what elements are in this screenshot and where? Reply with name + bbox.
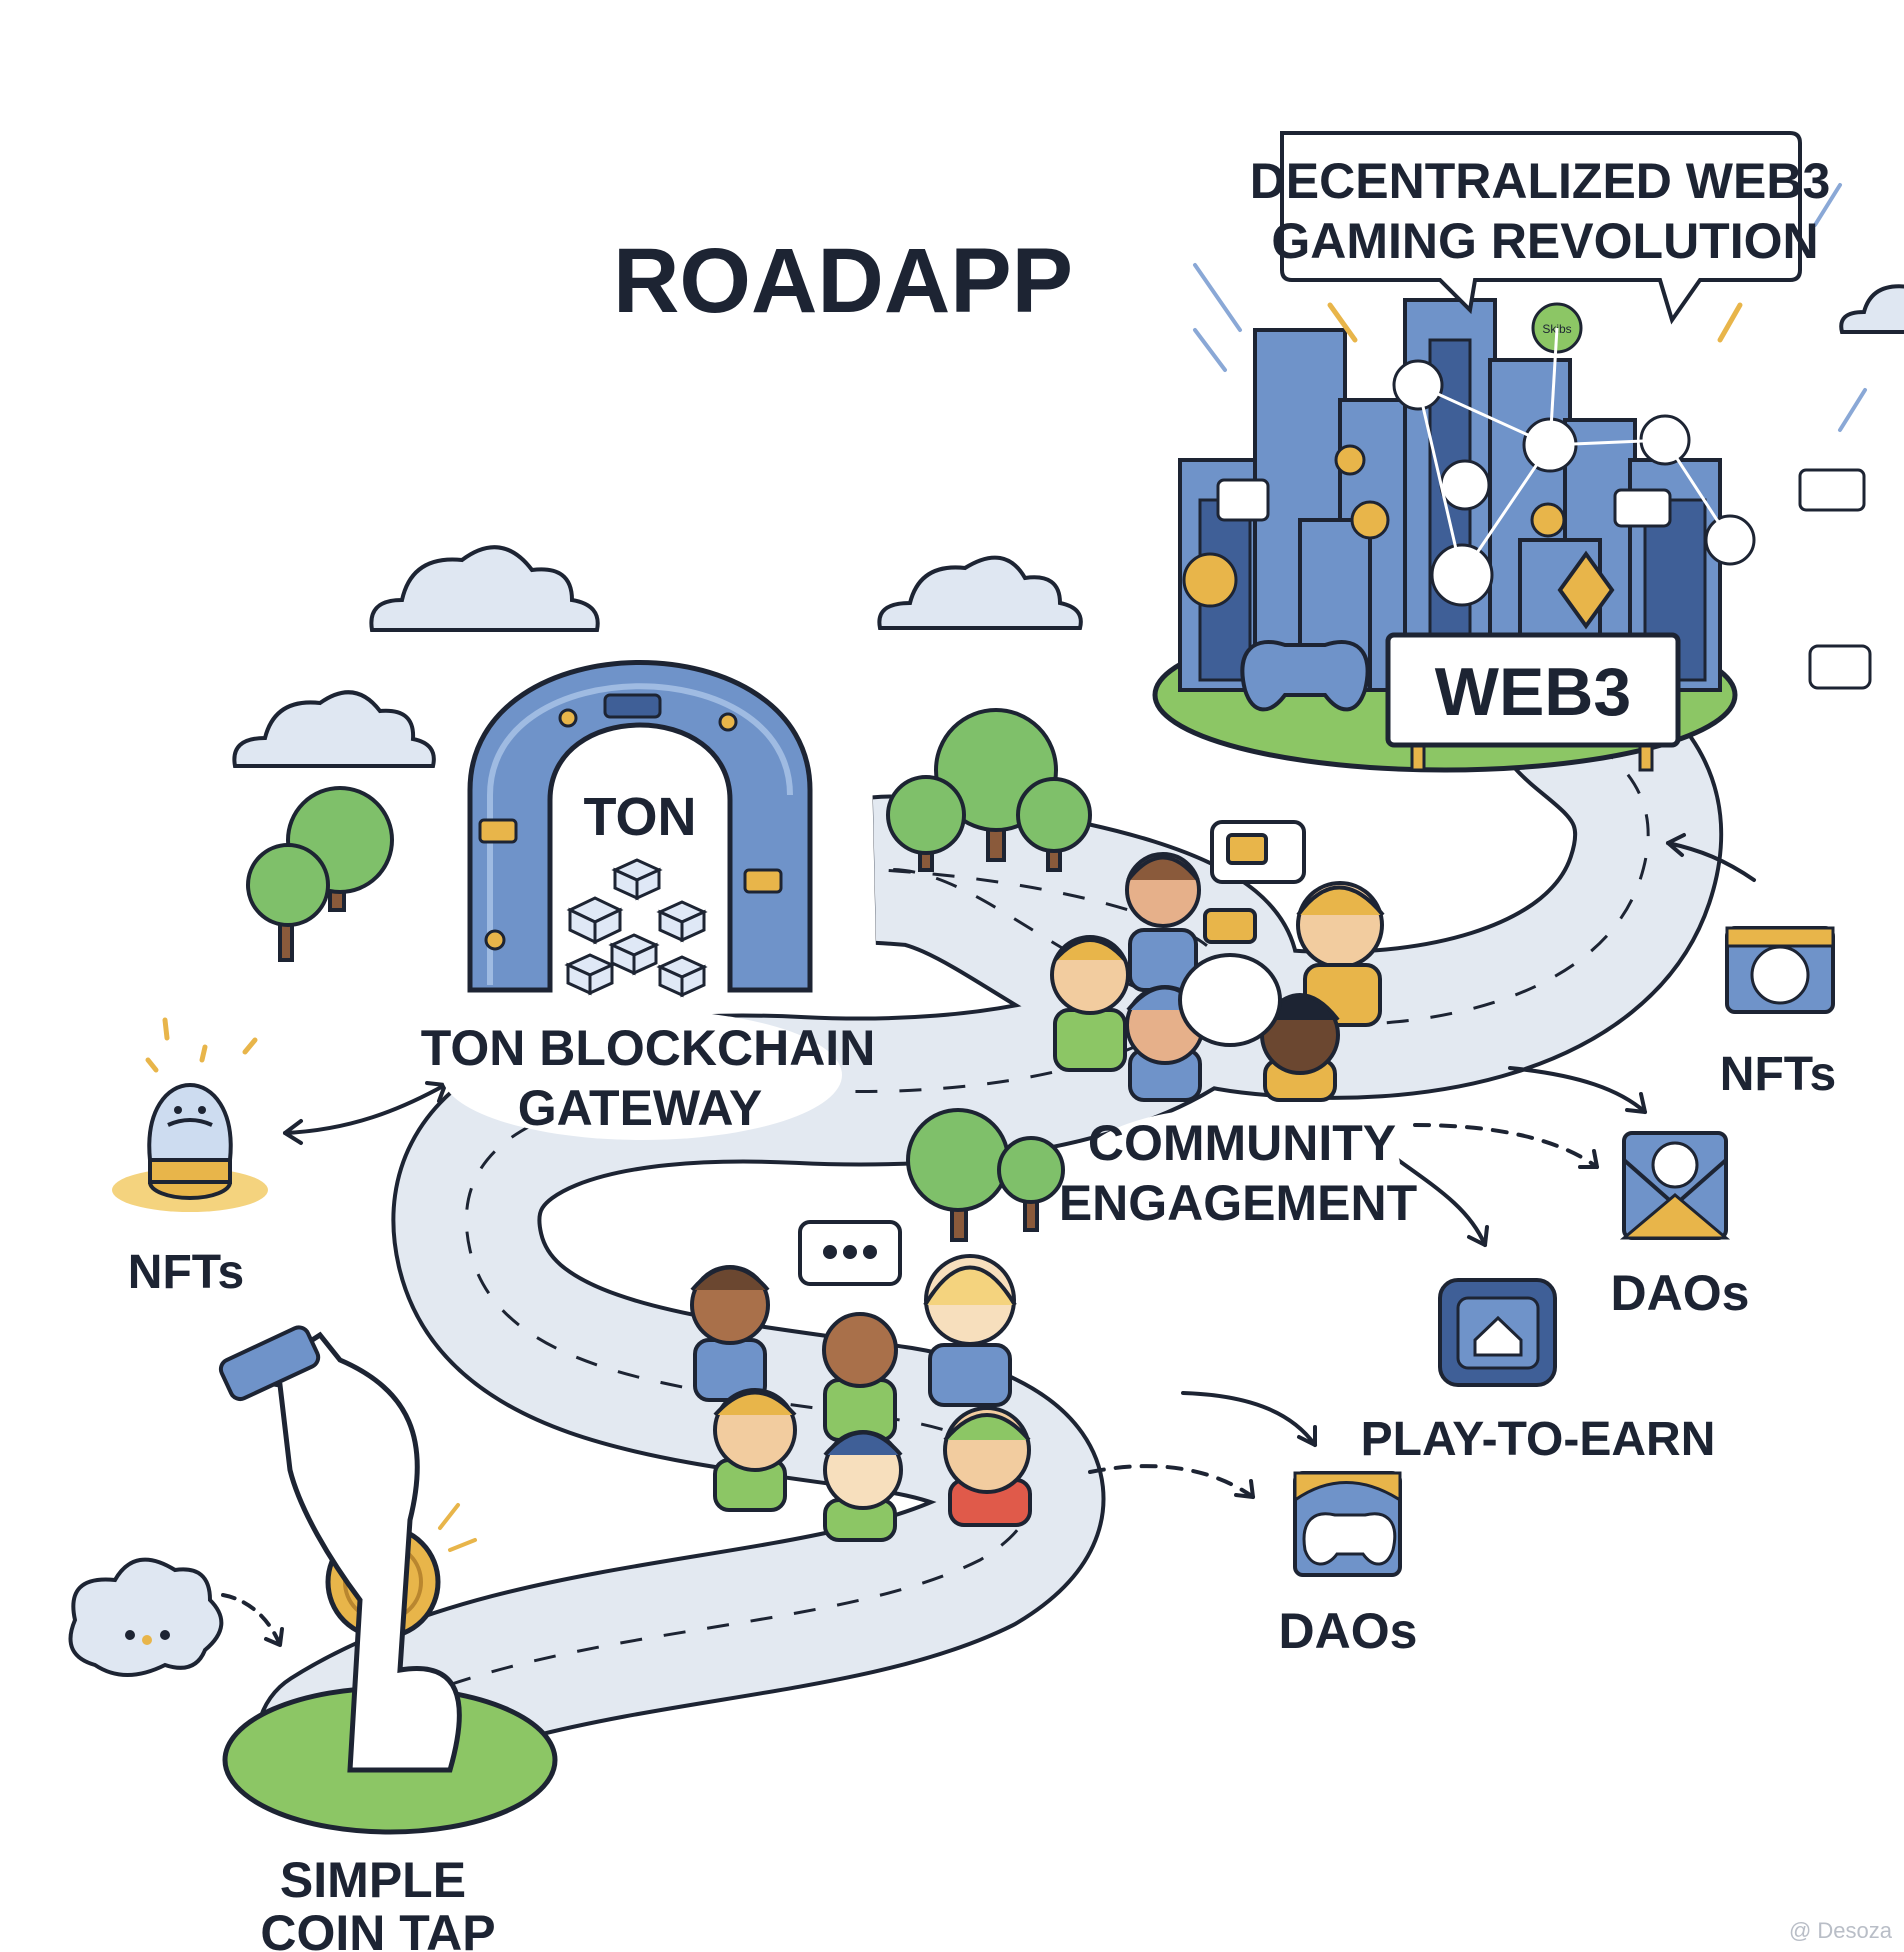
arch-sign-text: TON <box>583 787 696 847</box>
page-title: ROADAPP <box>613 230 1073 332</box>
nfts-left-label: NFTs <box>128 1246 244 1299</box>
road-people-group <box>690 1220 1032 1542</box>
dao-icon <box>1619 1131 1731 1240</box>
nft-icon <box>1725 926 1835 1014</box>
cloud-creature-icon <box>68 1557 224 1677</box>
play-to-earn-label: PLAY-TO-EARN <box>1361 1413 1716 1466</box>
cloud-icon <box>877 555 1083 630</box>
tapping-hand-icon <box>243 1331 462 1773</box>
daos-bottom-label: DAOs <box>1279 1603 1418 1659</box>
ton-gateway-arch: TON <box>467 660 813 998</box>
nfts-right-label: NFTs <box>1720 1048 1836 1101</box>
watermark: @ Desoza <box>1788 1918 1892 1943</box>
web3-sign <box>1385 632 1681 748</box>
cloud-icon <box>369 545 600 632</box>
speech-bubble-line2: GAMING REVOLUTION <box>1271 213 1818 269</box>
connector-arrows <box>221 833 1756 1647</box>
tree-icon <box>906 1108 1065 1242</box>
play-to-earn-icon <box>1438 1278 1557 1387</box>
tree-icon <box>886 708 1092 872</box>
tree-icon <box>246 786 394 962</box>
crystal-ball-nft-icon <box>112 1017 268 1212</box>
web3-city: Skibs WEB3 <box>1152 183 1872 773</box>
start-label-line2: COIN TAP <box>260 1905 495 1952</box>
cloud-icon <box>232 690 436 768</box>
gateway-label: TON BLOCKCHAIN GATEWAY <box>421 1010 876 1140</box>
community-label-line2: ENGAGEMENT <box>1059 1175 1417 1231</box>
gateway-label-line2: GATEWAY <box>518 1080 762 1136</box>
daos-right-label: DAOs <box>1611 1265 1750 1321</box>
start-label-line1: SIMPLE <box>280 1852 466 1908</box>
game-pad-dao-icon <box>1293 1471 1402 1577</box>
coin-tap-start <box>68 1325 558 1835</box>
community-label-line1: COMMUNITY <box>1088 1115 1396 1171</box>
web3-sign-text: WEB3 <box>1435 654 1631 730</box>
gateway-label-line1: TON BLOCKCHAIN <box>421 1020 876 1076</box>
game-controller-icon <box>1240 640 1370 712</box>
community-people-group <box>1050 820 1385 1102</box>
community-label: COMMUNITY ENGAGEMENT <box>1059 1107 1417 1231</box>
cloud-icon <box>1839 284 1904 334</box>
diamond-icon <box>1557 550 1615 630</box>
speech-bubble-line1: DECENTRALIZED WEB3 <box>1250 153 1831 209</box>
speech-bubble: DECENTRALIZED WEB3 GAMING REVOLUTION <box>1250 131 1831 325</box>
